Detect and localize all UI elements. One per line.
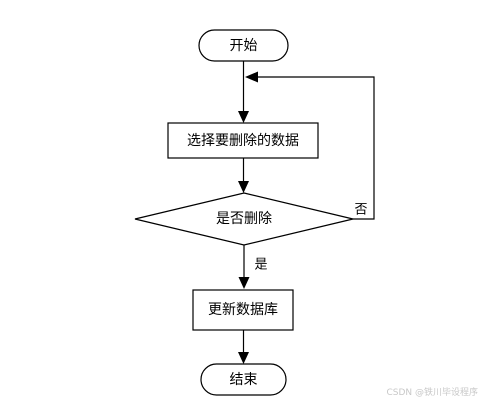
- end-node: 结束: [200, 363, 287, 396]
- start-label: 开始: [230, 38, 258, 54]
- select-node: 选择要删除的数据: [167, 122, 319, 159]
- select-process-shape: [167, 122, 319, 159]
- update-label: 更新数据库: [208, 302, 278, 318]
- decision-node: 是否删除: [134, 192, 354, 246]
- csdn-watermark: CSDN @铁川毕设程序: [386, 386, 478, 398]
- decision-label: 是否删除: [216, 211, 272, 227]
- arrow-update-to-end: [238, 330, 249, 364]
- end-terminal-shape: [200, 363, 287, 396]
- arrow-start-to-select: [238, 61, 249, 123]
- select-label: 选择要删除的数据: [187, 133, 299, 149]
- arrow-decision-yes: 是: [238, 245, 268, 289]
- arrow-decision-no-loop: 否: [245, 71, 375, 220]
- end-label: 结束: [230, 372, 258, 388]
- yes-edge-label: 是: [254, 258, 267, 273]
- start-node: 开始: [198, 29, 289, 62]
- no-edge-label: 否: [354, 203, 367, 218]
- update-node: 更新数据库: [192, 289, 294, 331]
- update-process-shape: [192, 289, 294, 331]
- arrow-select-to-decision: [238, 158, 249, 193]
